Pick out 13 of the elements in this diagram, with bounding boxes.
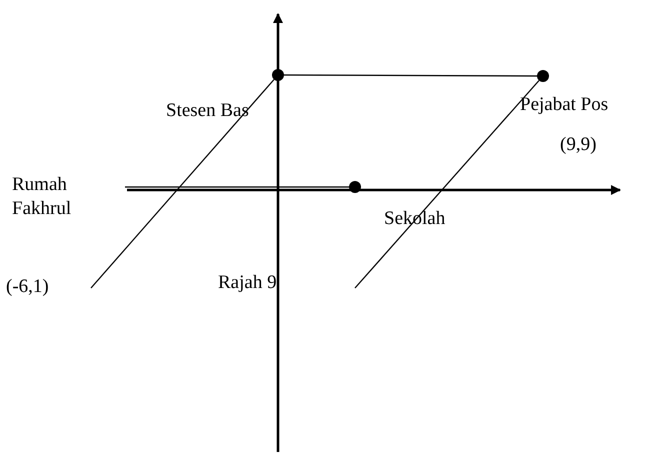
connector-line xyxy=(284,74,537,77)
place-label: (-6,1) xyxy=(6,275,50,299)
place-label: Stesen Bas xyxy=(166,99,249,123)
connector-line xyxy=(90,79,274,288)
place-label: Rumah Fakhrul xyxy=(12,173,72,221)
connector-line xyxy=(125,186,349,188)
figure-label: Rajah 9 xyxy=(218,271,277,295)
point-marker xyxy=(349,181,361,193)
coordinate-label: (9,9) xyxy=(560,133,596,157)
connector-line xyxy=(354,80,540,288)
place-label: Pejabat Pos xyxy=(520,93,608,117)
point-marker xyxy=(537,70,549,82)
point-marker xyxy=(272,69,284,81)
